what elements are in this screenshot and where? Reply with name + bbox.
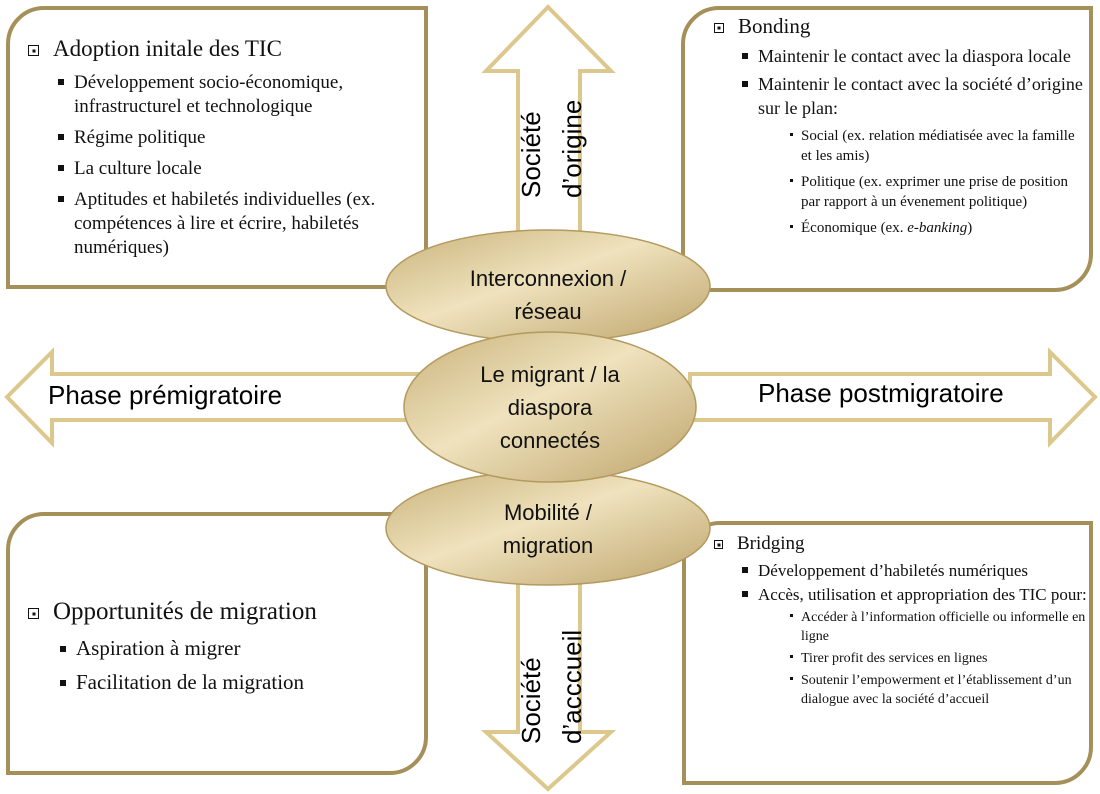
ellipse-label-line: diaspora xyxy=(507,395,593,420)
ellipse-label-line: Mobilité / xyxy=(503,500,593,525)
bullet-icon xyxy=(742,81,748,87)
small-bullet-icon xyxy=(790,614,793,617)
sub-list-item: Accéder à l’information officielle ou in… xyxy=(790,608,1089,646)
sub-list-item-text: Social (ex. relation médiatisée avec la … xyxy=(801,128,1075,164)
square-bullet-icon xyxy=(714,23,724,33)
sub-list-item: Politique (ex. exprimer une prise de pos… xyxy=(790,172,1089,212)
list-item-text: Accès, utilisation et appropriation des … xyxy=(758,585,1087,604)
list-item: Facilitation de la migration xyxy=(60,668,423,696)
small-bullet-icon xyxy=(790,179,793,182)
box-bonding xyxy=(681,6,1093,292)
square-bullet-icon xyxy=(28,45,39,56)
list-item-text: La culture locale xyxy=(74,158,202,179)
economic-italic: e-banking xyxy=(907,220,968,236)
economic-prefix: Économique (ex. xyxy=(801,220,908,236)
sub-list-item-text: Politique (ex. exprimer une prise de pos… xyxy=(801,174,1069,210)
ellipse-connected-migrant xyxy=(403,331,697,483)
arrow-label-host-line2: d’acccueil xyxy=(557,629,587,744)
sub-list-item-text: Soutenir l’empowerment et l’établissemen… xyxy=(801,673,1072,707)
migration-opportunities-list: Opportunités de migration Aspiration à m… xyxy=(28,596,423,696)
heading-text: Adoption initale des TIC xyxy=(53,36,282,61)
sub-list-item: Soutenir l’empowerment et l’établissemen… xyxy=(790,671,1089,709)
ellipse-label-connected-migrant: Le migrant / la diaspora connectés xyxy=(405,358,695,457)
bullet-icon xyxy=(60,680,66,686)
list-item-text: Maintenir le contact avec la diaspora lo… xyxy=(758,46,1071,66)
bullet-icon xyxy=(60,646,66,652)
ellipse-label-line: réseau xyxy=(514,299,582,324)
sub-list-item-text: Tirer profit des services en lignes xyxy=(801,651,988,666)
heading-text: Bridging xyxy=(737,533,805,554)
list-item: La culture locale xyxy=(58,157,423,181)
arrow-label-origin-line1: Société xyxy=(516,111,546,198)
list-item-text: Aptitudes et habiletés individuelles (ex… xyxy=(74,189,376,258)
heading-text: Bonding xyxy=(738,14,811,38)
arrow-label-premigration: Phase prémigratoire xyxy=(48,380,283,410)
list-item-text: Aspiration à migrer xyxy=(76,636,241,660)
bullet-icon xyxy=(58,196,64,202)
small-bullet-icon xyxy=(790,677,793,680)
bonding-list: Bonding Maintenir le contact avec la dia… xyxy=(714,12,1089,238)
list-item-text: Facilitation de la migration xyxy=(76,670,305,694)
list-item-text: Maintenir le contact avec la société d’o… xyxy=(758,74,1083,118)
box-initial-adoption xyxy=(6,6,428,289)
small-bullet-icon xyxy=(790,133,793,136)
box-migration-opportunities xyxy=(6,512,428,775)
list-item: Développement d’habiletés numériques xyxy=(742,560,1089,581)
list-item: Régime politique xyxy=(58,126,423,150)
arrow-up-society-of-origin xyxy=(481,4,616,264)
ellipse-label-line: connectés xyxy=(499,428,601,453)
ellipse-label-line: migration xyxy=(502,533,594,558)
list-item: Maintenir le contact avec la société d’o… xyxy=(742,72,1089,120)
small-bullet-icon xyxy=(790,225,793,228)
ellipse-label-mobility: Mobilité / migration xyxy=(386,496,710,562)
sub-list-item: Économique (ex. e-banking) xyxy=(790,218,1089,238)
small-bullet-icon xyxy=(790,655,793,658)
arrow-label-host-line1: Société xyxy=(516,657,546,744)
bullet-icon xyxy=(58,165,64,171)
ellipse-label-line: Le migrant / la xyxy=(480,362,620,387)
list-item: Développement socio-économique, infrastr… xyxy=(58,71,423,119)
square-bullet-icon xyxy=(714,540,723,549)
arrow-down-host-society xyxy=(480,558,617,792)
sub-list-item-text: Accéder à l’information officielle ou in… xyxy=(801,610,1086,644)
list-item-text: Développement socio-économique, infrastr… xyxy=(74,72,344,117)
bullet-icon xyxy=(58,134,64,140)
list-heading: Bridging xyxy=(714,531,1089,557)
initial-adoption-list: Adoption initale des TIC Développement s… xyxy=(28,34,423,260)
list-item: Aptitudes et habiletés individuelles (ex… xyxy=(58,188,423,260)
sub-list-item-text: Économique (ex. e-banking) xyxy=(801,218,972,238)
bullet-icon xyxy=(58,79,64,85)
list-item: Maintenir le contact avec la diaspora lo… xyxy=(742,44,1089,68)
list-item-text: Développement d’habiletés numériques xyxy=(758,561,1029,580)
economic-suffix: ) xyxy=(967,220,973,236)
bullet-icon xyxy=(742,53,748,59)
sub-list-item: Tirer profit des services en lignes xyxy=(790,649,1089,668)
arrow-label-origin-line2: d’origine xyxy=(557,99,587,198)
bullet-icon xyxy=(742,591,748,597)
list-heading: Opportunités de migration xyxy=(28,596,423,628)
list-item: Aspiration à migrer xyxy=(60,634,423,662)
ellipse-label-line: Interconnexion / xyxy=(469,266,627,291)
list-item-text: Régime politique xyxy=(74,127,206,148)
list-heading: Bonding xyxy=(714,12,1089,40)
bullet-icon xyxy=(742,567,748,573)
arrow-label-postmigration: Phase postmigratoire xyxy=(758,378,1004,408)
bridging-list: Bridging Développement d’habiletés numér… xyxy=(714,531,1089,709)
box-bridging xyxy=(682,521,1093,785)
ellipse-label-interconnection: Interconnexion / réseau xyxy=(386,262,710,328)
heading-text: Opportunités de migration xyxy=(53,598,317,625)
list-item: Accès, utilisation et appropriation des … xyxy=(742,584,1089,605)
sub-list-item: Social (ex. relation médiatisée avec la … xyxy=(790,126,1089,166)
square-bullet-icon xyxy=(28,608,39,619)
list-heading: Adoption initale des TIC xyxy=(28,34,423,64)
